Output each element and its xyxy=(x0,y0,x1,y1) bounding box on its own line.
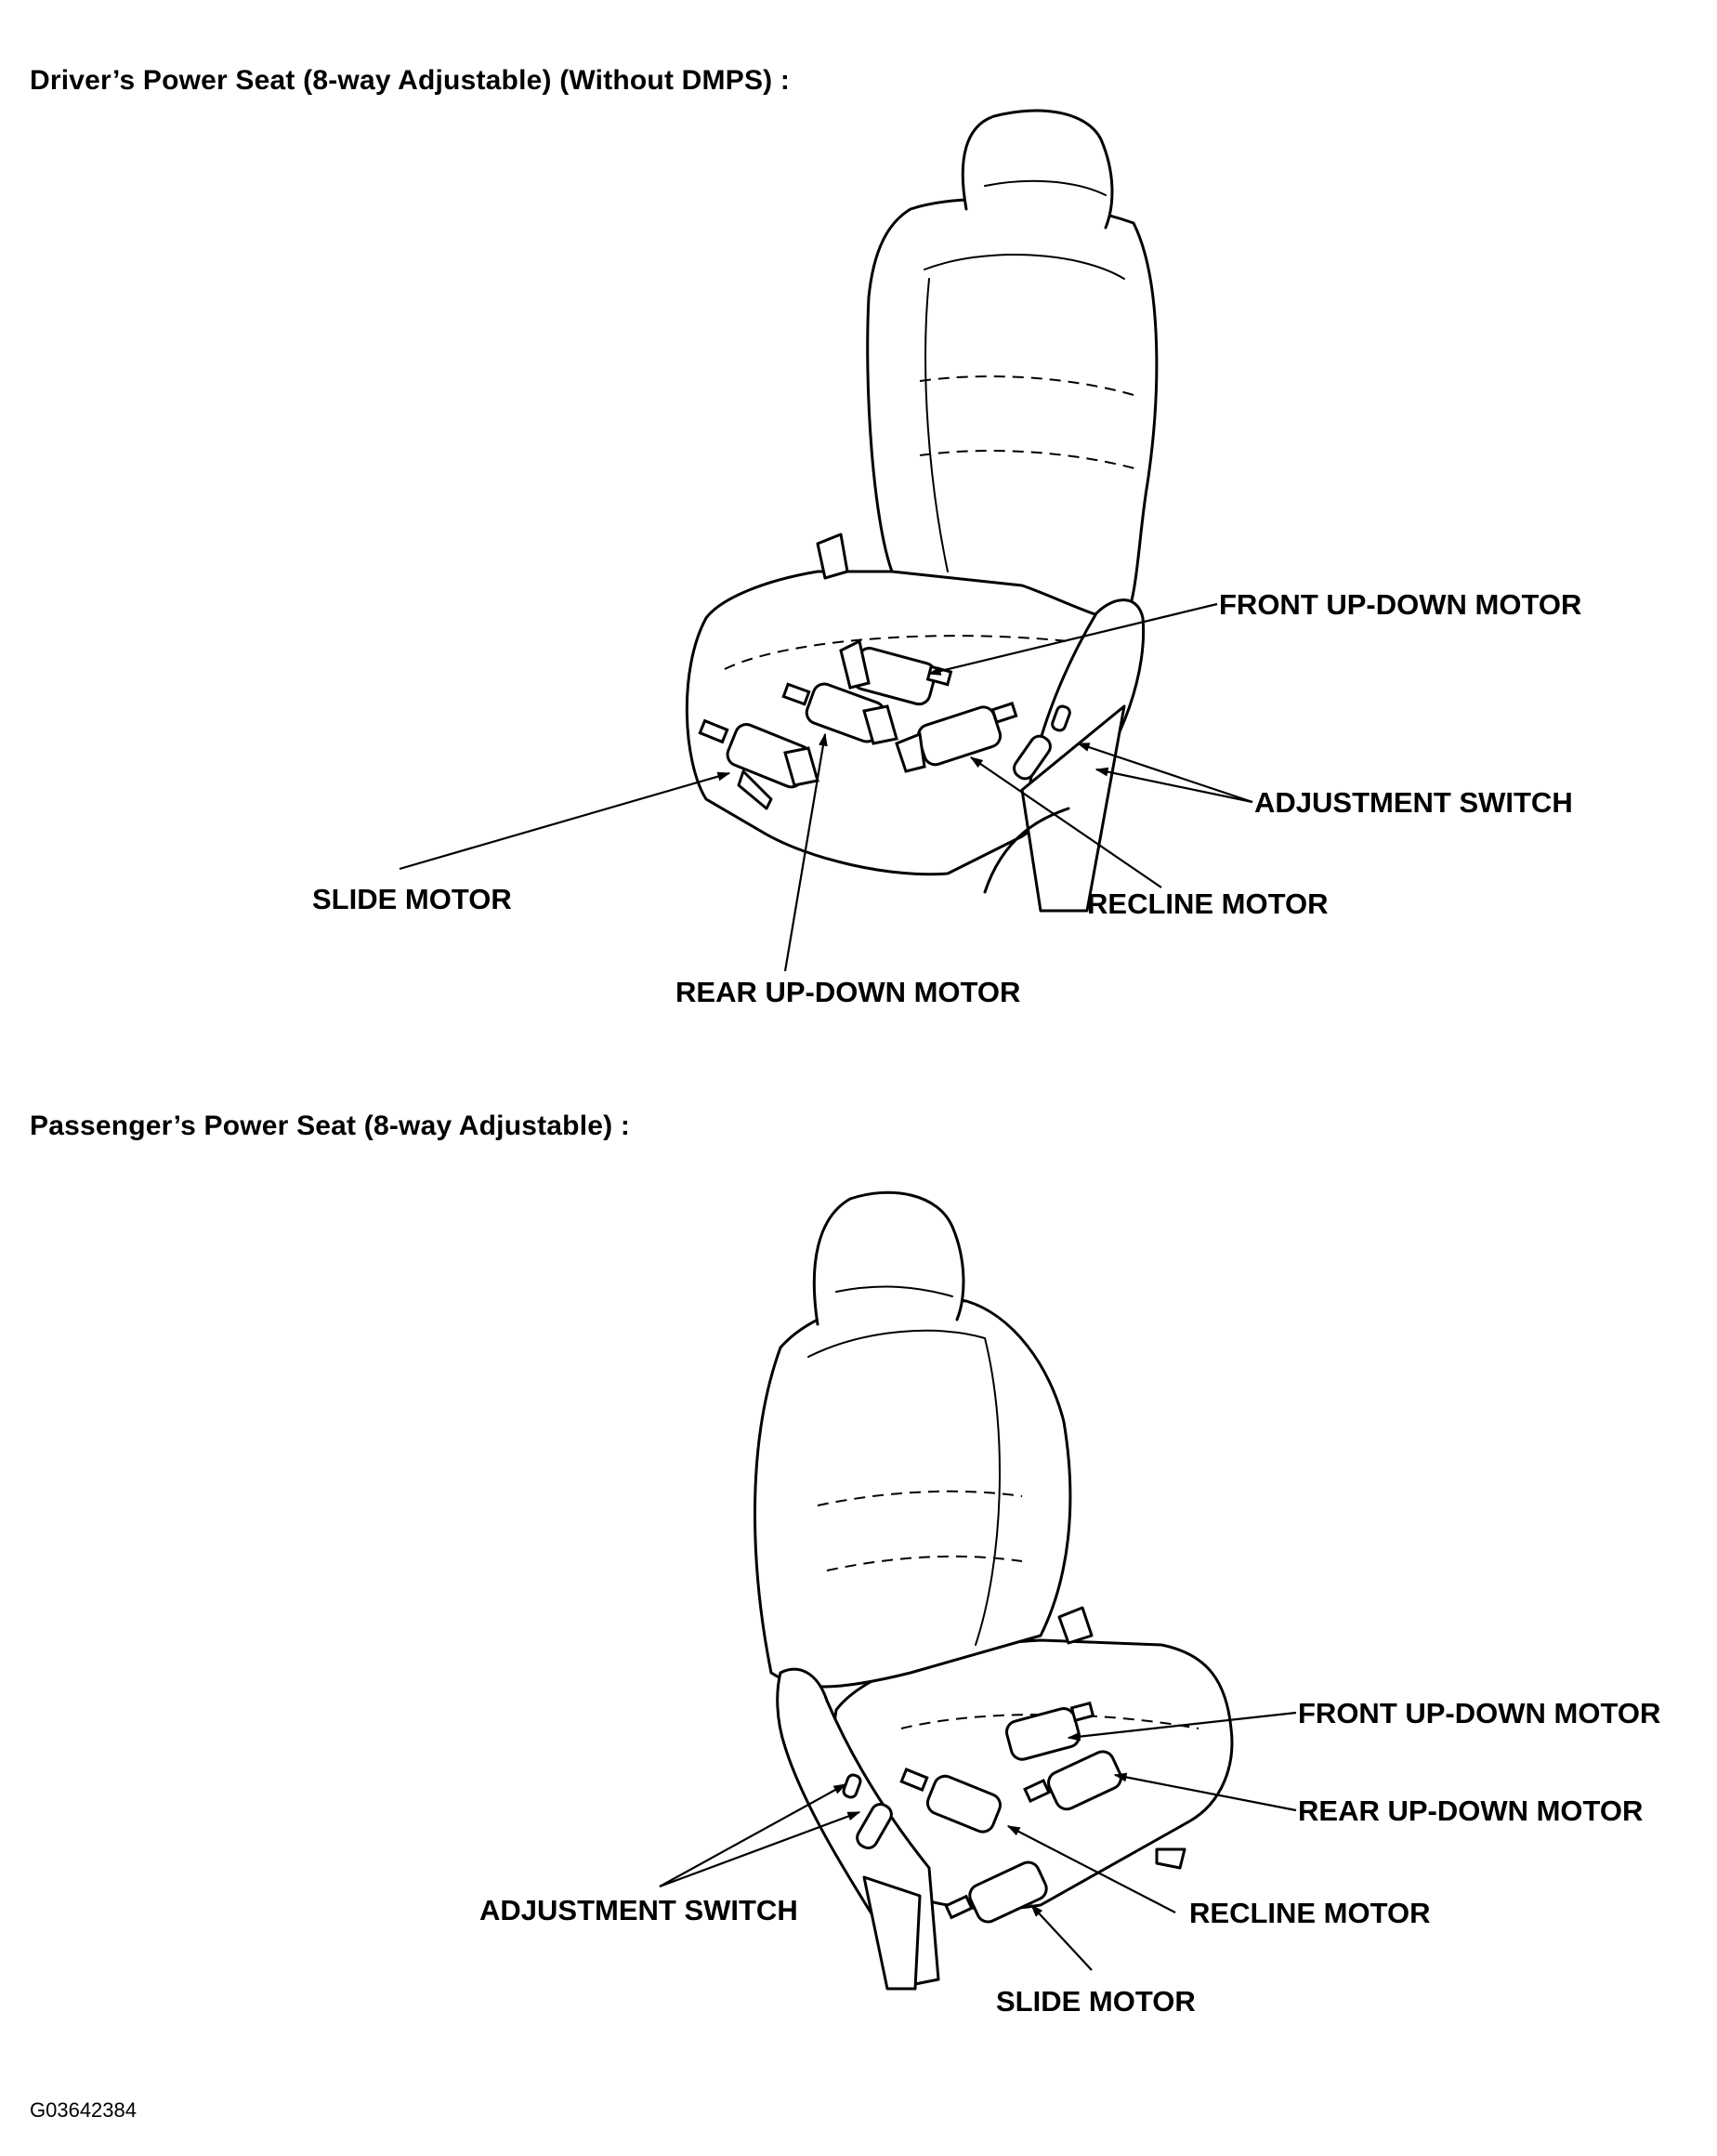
driver-recline-motor xyxy=(895,702,1018,773)
passenger-label-front-up-down-motor: FRONT UP-DOWN MOTOR xyxy=(1298,1697,1661,1729)
driver-front-up-down-motor xyxy=(839,638,953,706)
driver-label-rear-up-down-motor: REAR UP-DOWN MOTOR xyxy=(675,976,1021,1008)
leader-passenger-slide-motor xyxy=(1030,1903,1093,1971)
passenger-label-recline-motor: RECLINE MOTOR xyxy=(1189,1897,1431,1929)
driver-section-title: Driver’s Power Seat (8-way Adjustable) (… xyxy=(30,65,791,96)
figure-code: G03642384 xyxy=(30,2098,137,2122)
driver-rear-up-down-motor xyxy=(781,682,898,745)
passenger-section-title: Passenger’s Power Seat (8-way Adjustable… xyxy=(30,1111,631,1141)
leader-driver-recline-motor xyxy=(969,756,1162,888)
leader-passenger-front-up-down xyxy=(1067,1711,1297,1742)
driver-label-adjustment-switch: ADJUSTMENT SWITCH xyxy=(1254,786,1573,819)
passenger-label-adjustment-switch: ADJUSTMENT SWITCH xyxy=(479,1894,798,1926)
leader-driver-slide-motor xyxy=(399,771,731,871)
leader-driver-rear-up-down-motor xyxy=(783,732,828,972)
leader-driver-adjustment-switch-a xyxy=(1076,742,1253,804)
driver-label-front-up-down-motor: FRONT UP-DOWN MOTOR xyxy=(1219,588,1582,621)
leader-driver-front-up-down xyxy=(927,602,1218,676)
leader-passenger-adjustment-switch-b xyxy=(659,1810,861,1888)
leader-passenger-recline-motor xyxy=(1006,1825,1176,1913)
driver-label-recline-motor: RECLINE MOTOR xyxy=(1087,887,1329,920)
passenger-rear-up-down-motor xyxy=(1023,1750,1122,1811)
passenger-label-slide-motor: SLIDE MOTOR xyxy=(996,1985,1196,2018)
driver-seat-illustration xyxy=(685,109,1159,913)
leader-driver-adjustment-switch-b xyxy=(1094,767,1253,804)
passenger-seat-illustration xyxy=(754,1190,1234,1991)
passenger-recline-motor xyxy=(899,1768,1002,1834)
passenger-front-up-down-motor xyxy=(1005,1701,1095,1761)
leader-passenger-adjustment-switch-a xyxy=(659,1783,847,1887)
leader-passenger-rear-up-down xyxy=(1113,1772,1297,1812)
passenger-slide-motor xyxy=(944,1860,1048,1924)
passenger-label-rear-up-down-motor: REAR UP-DOWN MOTOR xyxy=(1298,1794,1644,1827)
driver-label-slide-motor: SLIDE MOTOR xyxy=(312,883,512,915)
